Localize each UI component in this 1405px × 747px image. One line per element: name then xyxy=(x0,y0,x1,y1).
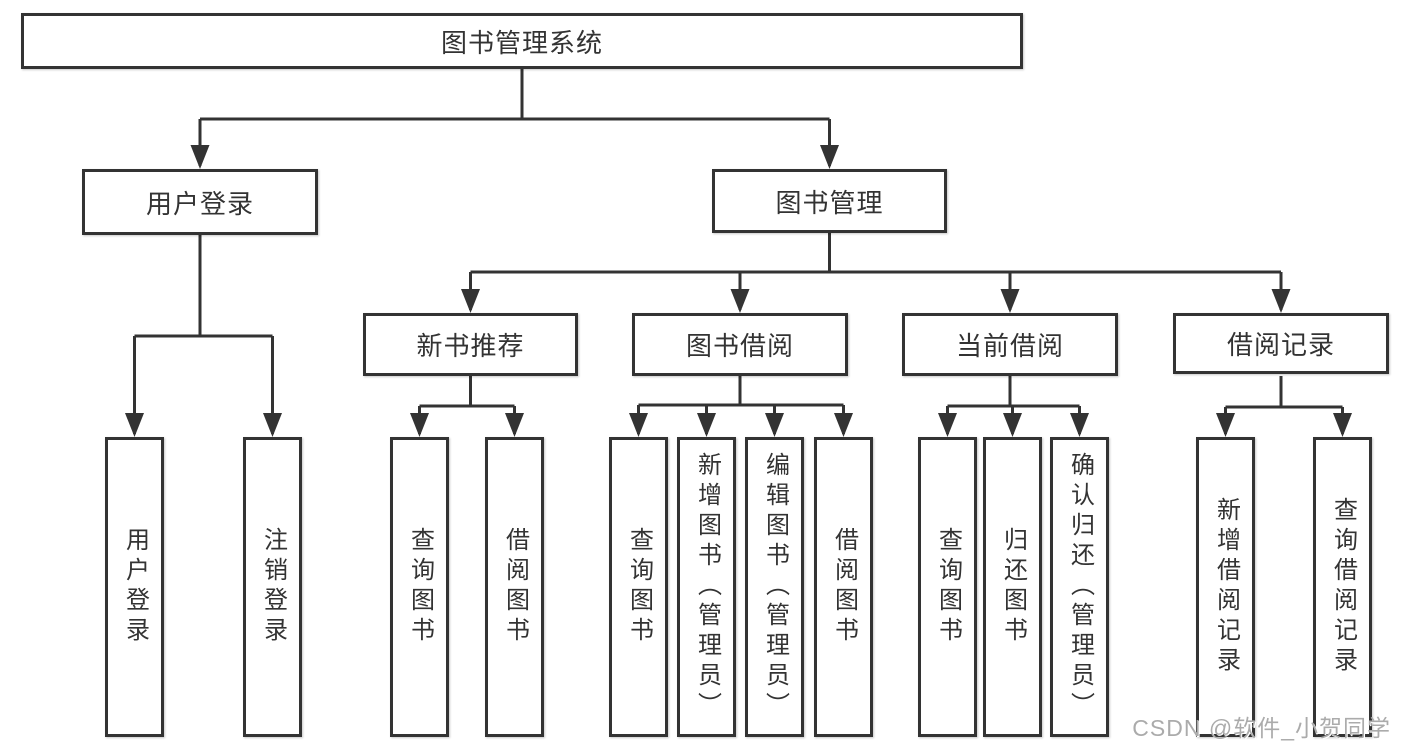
node-label: 图书借阅 xyxy=(685,331,794,361)
leaf-borrow-books-recommend: 借阅图书 xyxy=(485,437,544,737)
leaf-logout: 注销登录 xyxy=(243,437,302,737)
node-label: 确认归还（管理员） xyxy=(1066,452,1094,722)
leaf-borrow-books-borrowing: 借阅图书 xyxy=(814,437,873,737)
node-label: 查询图书 xyxy=(625,527,653,647)
arrowhead xyxy=(263,413,282,437)
arrowhead xyxy=(505,413,524,437)
connector-borrowing-records xyxy=(1224,376,1344,434)
node-label: 查询图书 xyxy=(934,527,962,647)
node-label: 图书管理系统 xyxy=(440,27,603,58)
leaf-query-borrow-record: 查询借阅记录 xyxy=(1313,437,1372,737)
node-library-management-system: 图书管理系统 xyxy=(21,13,1023,69)
arrowhead xyxy=(629,413,648,437)
node-book-borrowing: 图书借阅 xyxy=(632,313,848,376)
arrowhead xyxy=(1000,289,1020,313)
node-label: 注销登录 xyxy=(259,527,287,647)
leaf-return-books: 归还图书 xyxy=(983,437,1042,737)
connector-book-management xyxy=(469,233,1283,310)
leaf-query-books-borrowing: 查询图书 xyxy=(609,437,668,737)
connector-new-book-recommend xyxy=(418,376,516,434)
node-label: 归还图书 xyxy=(999,527,1027,647)
leaf-query-books-current: 查询图书 xyxy=(918,437,977,737)
arrowhead xyxy=(461,289,480,313)
connector-book-borrowing xyxy=(637,376,845,434)
node-label: 用户登录 xyxy=(145,188,254,219)
leaf-user-login: 用户登录 xyxy=(105,437,164,737)
leaf-add-books-admin: 新增图书（管理员） xyxy=(677,437,736,737)
leaf-query-books-recommend: 查询图书 xyxy=(390,437,449,737)
node-label: 用户登录 xyxy=(121,527,149,647)
arrowhead xyxy=(820,145,839,169)
node-user-login: 用户登录 xyxy=(82,169,318,235)
node-label: 借阅图书 xyxy=(501,527,529,647)
arrowhead xyxy=(730,289,750,313)
arrowhead xyxy=(765,413,784,437)
node-label: 新增图书（管理员） xyxy=(693,452,721,722)
arrowhead xyxy=(834,413,853,437)
arrowhead xyxy=(1216,413,1235,437)
arrowhead xyxy=(1070,413,1089,437)
leaf-add-borrow-record: 新增借阅记录 xyxy=(1196,437,1255,737)
node-label: 新增借阅记录 xyxy=(1212,497,1240,677)
node-label: 借阅图书 xyxy=(830,527,858,647)
node-new-book-recommend: 新书推荐 xyxy=(363,313,578,376)
node-label: 查询借阅记录 xyxy=(1329,497,1357,677)
arrowhead xyxy=(938,413,957,437)
arrowhead xyxy=(1003,413,1022,437)
leaf-edit-books-admin: 编辑图书（管理员） xyxy=(745,437,804,737)
arrowhead xyxy=(697,413,716,437)
node-label: 借阅记录 xyxy=(1226,330,1335,360)
node-label: 新书推荐 xyxy=(416,331,525,361)
node-label: 当前借阅 xyxy=(955,331,1064,361)
node-label: 图书管理 xyxy=(775,187,884,218)
arrowhead xyxy=(190,145,210,169)
watermark-text: CSDN @软件_小贺同学 xyxy=(1132,715,1391,741)
arrowhead xyxy=(1271,289,1291,313)
node-current-borrowing: 当前借阅 xyxy=(902,313,1118,376)
connector-user-login xyxy=(133,235,274,434)
connector-current-borrowing xyxy=(946,376,1081,434)
node-borrowing-records: 借阅记录 xyxy=(1173,313,1389,374)
arrowhead xyxy=(125,413,144,437)
node-label: 查询图书 xyxy=(406,527,434,647)
node-book-management: 图书管理 xyxy=(712,169,947,233)
node-label: 编辑图书（管理员） xyxy=(761,452,789,722)
leaf-confirm-return-admin: 确认归还（管理员） xyxy=(1050,437,1109,737)
connector-root-to-level2 xyxy=(198,69,831,166)
arrowhead xyxy=(410,413,429,437)
arrowhead xyxy=(1333,413,1352,437)
